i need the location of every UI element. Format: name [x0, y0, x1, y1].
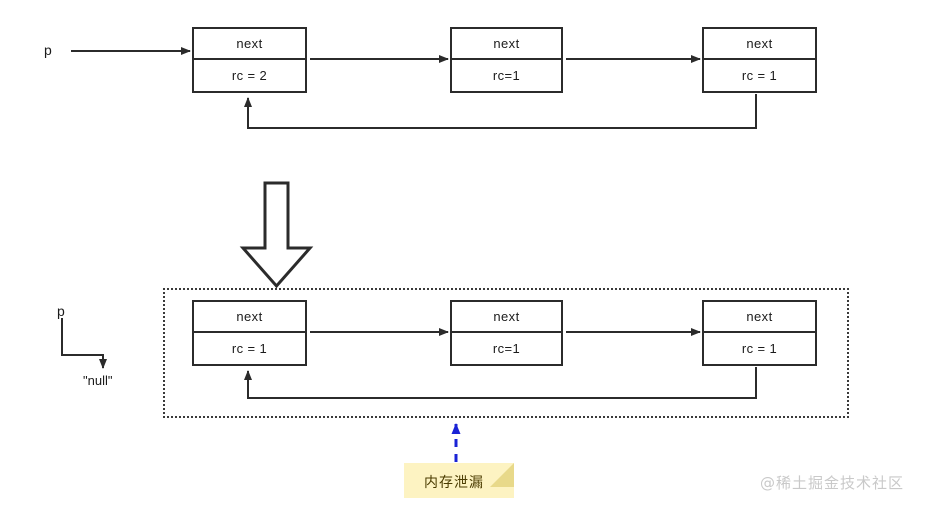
pointer-label-p-after: p: [57, 303, 65, 319]
node-box-row2-1: next rc = 1: [192, 300, 307, 366]
watermark-label: @稀土掘金技术社区: [760, 474, 905, 492]
node-rc-label: rc = 1: [741, 341, 778, 356]
node-rc-label: rc = 2: [231, 68, 268, 83]
memory-leak-callout-body: [404, 463, 514, 498]
cycle-back-edge-row2: [244, 367, 757, 399]
callout-fold-corner: [490, 463, 514, 487]
null-label: "null": [83, 373, 113, 388]
node-rc-label: rc=1: [492, 68, 521, 83]
node-next-label: next: [452, 302, 561, 333]
node-box-row2-3: next rc = 1: [702, 300, 817, 366]
node-next-label: next: [704, 29, 815, 60]
cycle-back-edge-row1: [244, 94, 757, 129]
node-rc-label: rc = 1: [231, 341, 268, 356]
leaked-cycle-region: [163, 288, 849, 418]
node-rc-label: rc = 1: [741, 68, 778, 83]
node-next-label: next: [194, 302, 305, 333]
node-box-row1-2: next rc=1: [450, 27, 563, 93]
memory-leak-callout-label: 内存泄漏: [424, 475, 484, 491]
transition-block-arrow: [239, 181, 314, 289]
pointer-label-p-before: p: [44, 42, 52, 58]
node-next-label: next: [194, 29, 305, 60]
node-next-label: next: [704, 302, 815, 333]
arrow-p-to-null-row2: [61, 318, 107, 369]
node-box-row1-3: next rc = 1: [702, 27, 817, 93]
node-next-label: next: [452, 29, 561, 60]
node-box-row1-1: next rc = 2: [192, 27, 307, 93]
node-rc-label: rc=1: [492, 341, 521, 356]
node-box-row2-2: next rc=1: [450, 300, 563, 366]
